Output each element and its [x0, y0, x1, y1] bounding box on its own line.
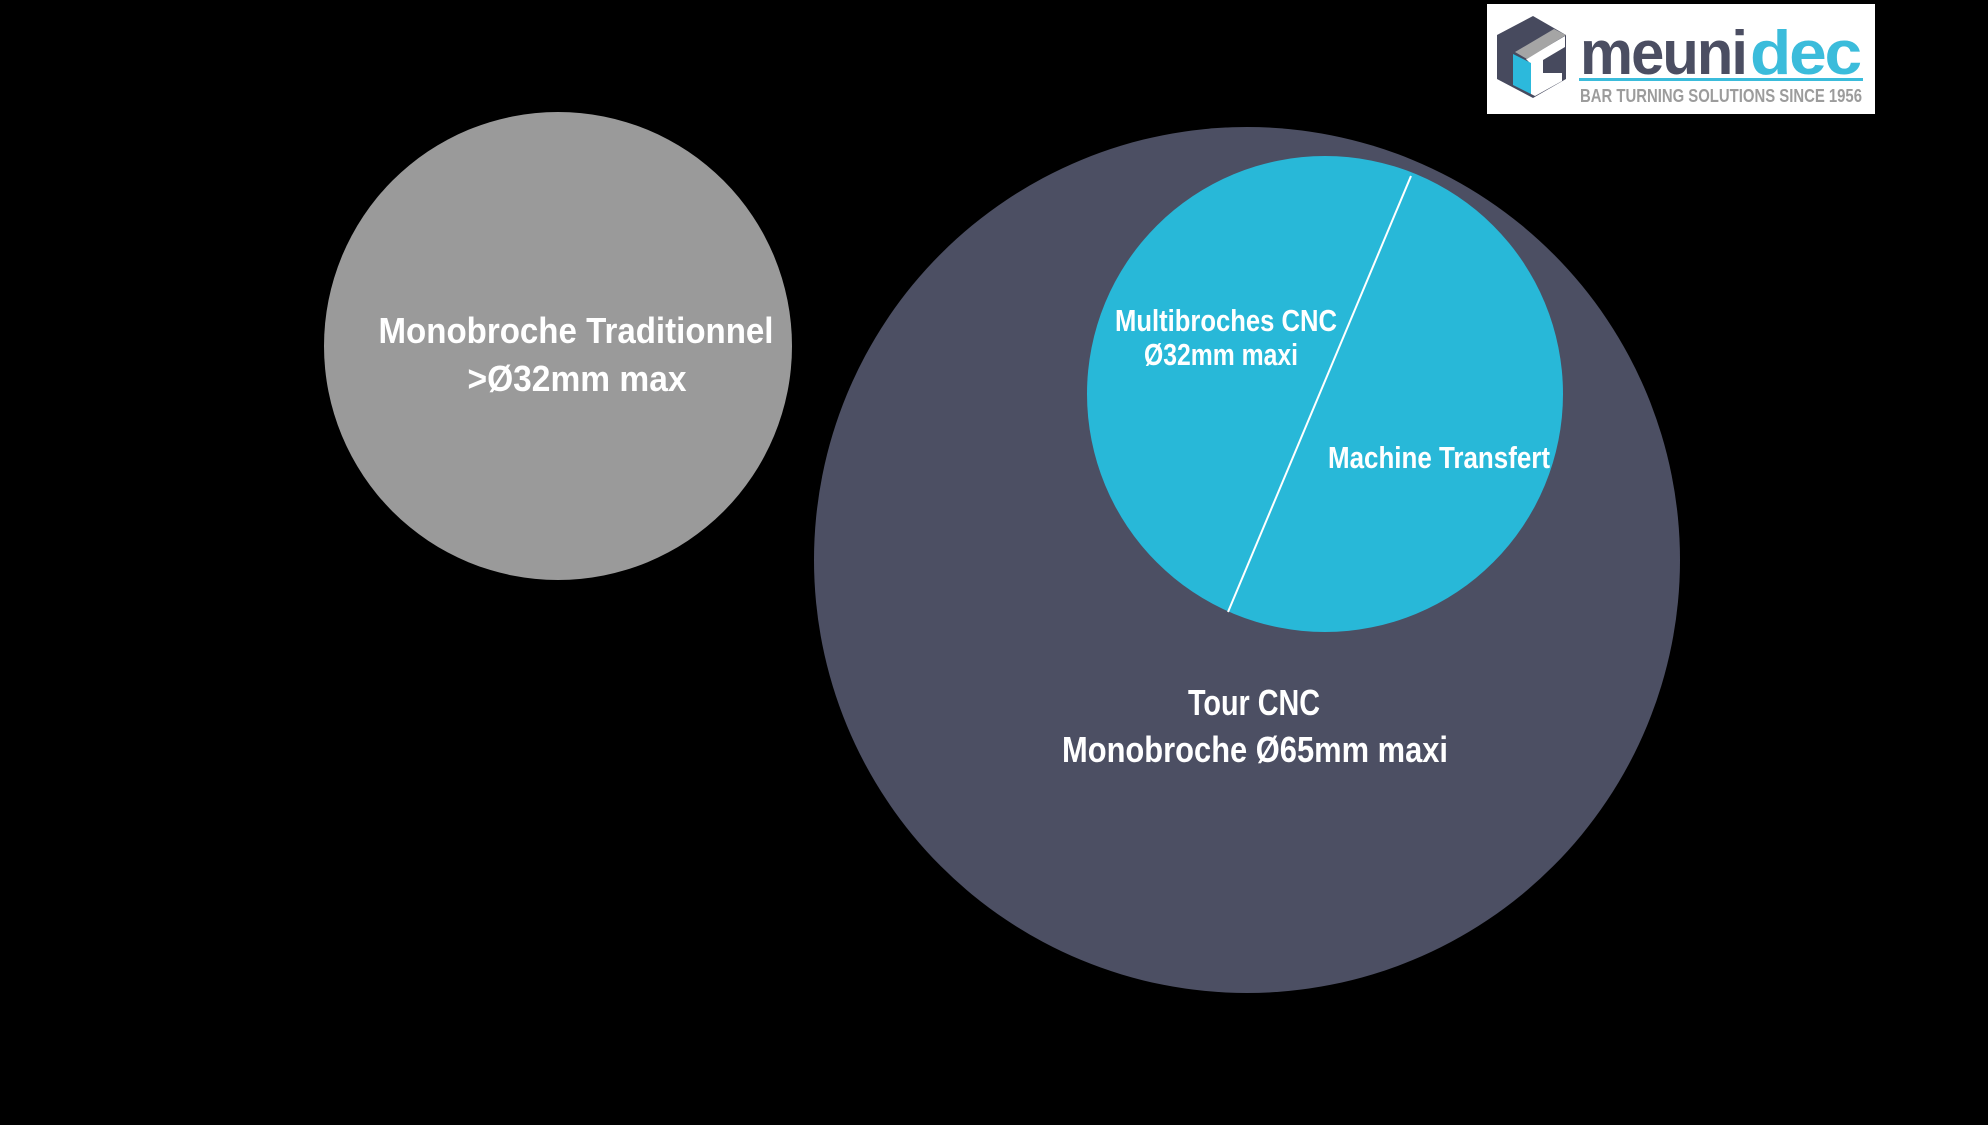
- logo-wordmark-accent: dec: [1750, 19, 1861, 88]
- monobroche-traditionnel-circle: [324, 112, 792, 580]
- hexagon-top-face: [1515, 29, 1566, 59]
- tour-cnc-label-line2: Monobroche Ø65mm maxi: [1062, 729, 1448, 770]
- machine-transfert-label: Machine Transfert: [1328, 440, 1550, 475]
- hexagon-side-face: [1513, 54, 1531, 94]
- logo-hexagon-icon: [1497, 16, 1566, 98]
- logo-tagline: BAR TURNING SOLUTIONS SINCE 1956: [1580, 86, 1862, 106]
- monobroche-traditionnel-label-line1: Monobroche Traditionnel: [379, 310, 774, 351]
- multibroches-circle: [1087, 156, 1563, 632]
- multibroches-divider-line: [1227, 175, 1412, 613]
- circle-group-monobroche-traditionnel: Monobroche Traditionnel >Ø32mm max: [324, 112, 792, 580]
- tour-cnc-label-line1: Tour CNC: [1188, 682, 1320, 723]
- multibroches-label-line2: Ø32mm maxi: [1144, 337, 1298, 372]
- circle-group-multibroches: Multibroches CNC Ø32mm maxi Machine Tran…: [1087, 156, 1563, 632]
- monobroche-traditionnel-label-line2: >Ø32mm max: [468, 358, 687, 399]
- logo-wordmark-primary: meuni: [1580, 19, 1746, 88]
- logo-underline: [1579, 78, 1863, 81]
- hexagon-c-face: [1526, 36, 1565, 96]
- multibroches-label-line1: Multibroches CNC: [1115, 303, 1337, 338]
- logo: meuni dec BAR TURNING SOLUTIONS SINCE 19…: [1487, 4, 1875, 114]
